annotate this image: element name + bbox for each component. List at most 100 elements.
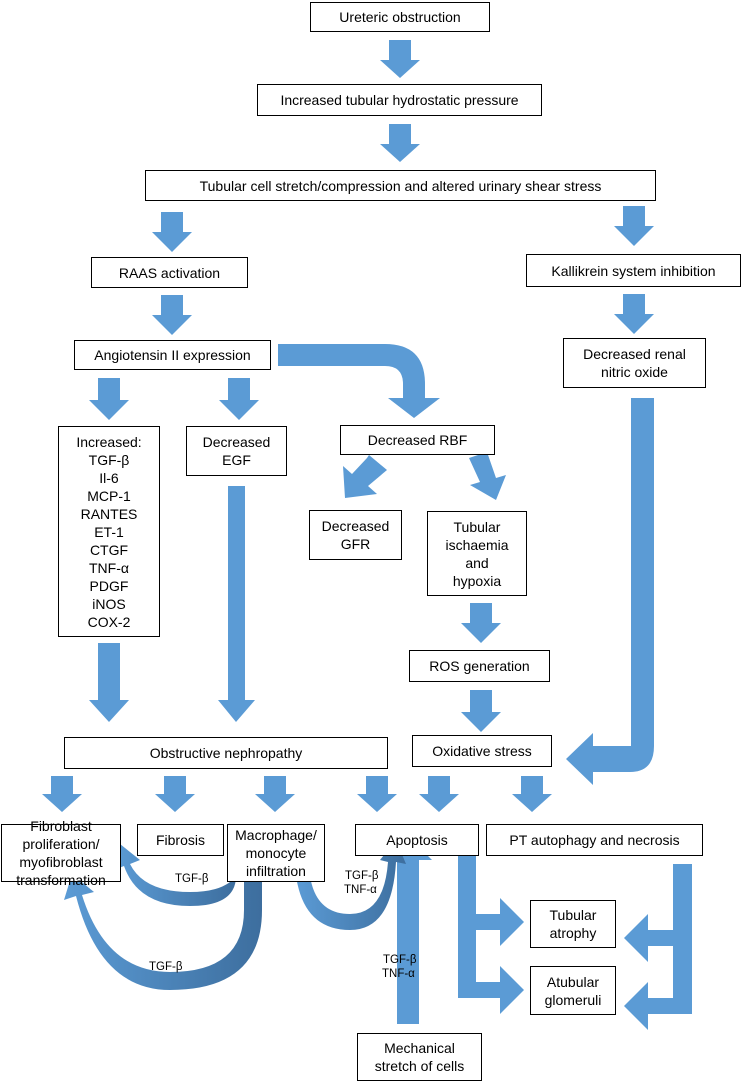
- gfr-line-1: Decreased: [321, 518, 390, 534]
- tubular-stretch-label: Tubular cell stretch/compression and alt…: [199, 177, 602, 194]
- arrow-rbf-gfr: [343, 455, 387, 498]
- arrow-obstruction-pressure: [380, 40, 420, 78]
- label-tnf-apoptosis: TNF-α: [344, 884, 377, 896]
- atrophy-line-1: Tubular: [549, 907, 597, 923]
- atrophy-line-2: atrophy: [549, 925, 597, 941]
- macrophage-line-2: monocyte: [245, 845, 307, 861]
- apoptosis-box: Apoptosis: [355, 824, 479, 856]
- arrow-angiotensin-rbf: [278, 344, 440, 418]
- arrow-obstr-fibroblast: [42, 776, 82, 812]
- ischaemia-line-4: hypoxia: [452, 572, 502, 589]
- arrow-angiotensin-increased: [89, 378, 129, 420]
- macrophage-line-3: infiltration: [246, 863, 306, 879]
- arrow-ischaemia-ros: [461, 603, 501, 643]
- arrow-ros-oxidative: [461, 690, 501, 732]
- angiotensin-label: Angiotensin II expression: [94, 347, 251, 363]
- obstructive-nephropathy-box: Obstructive nephropathy: [64, 737, 388, 769]
- arrow-apoptosis-bracket: [458, 838, 524, 1014]
- arrow-pt-bracket: [624, 864, 692, 1030]
- mediator-ctgf: CTGF: [89, 541, 129, 558]
- arrow-no-oxidative: [566, 398, 654, 785]
- kallikrein-label: Kallikrein system inhibition: [551, 262, 716, 279]
- oxidative-label: Oxidative stress: [432, 743, 532, 759]
- arrow-egf-obstructive: [218, 486, 255, 722]
- mediator-il-6: Il-6: [99, 469, 119, 486]
- ischaemia-line-2: ischaemia: [445, 536, 509, 553]
- ischaemia-line-1: Tubular: [453, 518, 501, 535]
- increased-mediators-box: Increased: TGF-β Il-6 MCP-1 RANTES ET-1 …: [58, 426, 160, 637]
- label-tnf-mechanical: TNF-α: [382, 968, 415, 980]
- arrow-obstr-fibrosis: [155, 776, 195, 812]
- fibroblast-line-3: myofibroblast: [19, 854, 103, 870]
- oxidative-stress-box: Oxidative stress: [412, 735, 552, 767]
- arrow-angiotensin-egf: [219, 378, 259, 420]
- fibroblast-line-1: Fibroblast: [30, 818, 92, 834]
- atubular-line-1: Atubular: [546, 973, 600, 990]
- arrow-rbf-ischaemia: [469, 452, 506, 500]
- egf-line-2: EGF: [222, 452, 251, 468]
- raas-box: RAAS activation: [91, 257, 248, 288]
- label-tgf-mechanical: TGF-β: [383, 954, 417, 966]
- mechanical-line-2: stretch of cells: [374, 1058, 465, 1074]
- arrow-macrophage-fibroblast: [64, 874, 262, 990]
- mechanical-line-1: Mechanical: [384, 1040, 455, 1056]
- arrow-oxid-apoptosis: [419, 776, 459, 812]
- fibroblast-line-4: transformation: [16, 872, 106, 888]
- nitric-oxide-line-1: Decreased renal: [583, 346, 686, 362]
- tubular-atrophy-box: Tubular atrophy: [530, 900, 616, 948]
- kallikrein-box: Kallikrein system inhibition: [526, 254, 741, 287]
- pt-autophagy-label: PT autophagy and necrosis: [509, 832, 680, 848]
- fibrosis-label: Fibrosis: [155, 832, 205, 848]
- gfr-line-2: GFR: [340, 536, 371, 552]
- arrow-increased-obstructive: [89, 643, 129, 722]
- label-tgf-apoptosis: TGF-β: [345, 870, 379, 882]
- macrophage-box: Macrophage/ monocyte infiltration: [227, 824, 325, 882]
- arrow-obstr-apoptosis: [357, 776, 397, 812]
- atubular-line-2: glomeruli: [544, 991, 602, 1008]
- ureteric-obstruction-label: Ureteric obstruction: [339, 9, 461, 25]
- mediator-mcp-1: MCP-1: [87, 487, 131, 504]
- arrow-raas-angiotensin: [152, 295, 192, 335]
- arrow-stretch-kallikrein: [614, 206, 654, 246]
- fibroblast-line-2: proliferation/: [22, 836, 100, 852]
- mediator-inos: iNOS: [92, 595, 126, 612]
- ischaemia-box: Tubular ischaemia and hypoxia: [427, 511, 527, 596]
- mediator-cox-2: COX-2: [87, 613, 131, 630]
- atubular-glomeruli-box: Atubular glomeruli: [530, 966, 616, 1015]
- raas-label: RAAS activation: [118, 264, 221, 281]
- arrow-kallikrein-no: [614, 294, 654, 334]
- nitric-oxide-box: Decreased renal nitric oxide: [563, 338, 706, 388]
- mediator-rantes: RANTES: [80, 505, 138, 522]
- ros-box: ROS generation: [409, 650, 550, 682]
- arrow-oxid-pt: [512, 776, 552, 812]
- macrophage-line-1: Macrophage/: [235, 827, 317, 843]
- angiotensin-box: Angiotensin II expression: [74, 340, 271, 370]
- label-tgf-fibrosis: TGF-β: [175, 873, 209, 885]
- arrow-obstr-macrophage: [255, 776, 295, 812]
- mediator-et-1: ET-1: [94, 523, 124, 540]
- increased-pressure-label: Increased tubular hydrostatic pressure: [280, 92, 519, 108]
- arrow-pressure-stretch: [380, 124, 420, 162]
- mediator-pdgf: PDGF: [89, 577, 129, 594]
- arrow-stretch-raas: [152, 212, 192, 252]
- decreased-gfr-box: Decreased GFR: [309, 510, 402, 560]
- tubular-stretch-box: Tubular cell stretch/compression and alt…: [145, 170, 656, 201]
- increased-pressure-box: Increased tubular hydrostatic pressure: [257, 84, 542, 116]
- apoptosis-label: Apoptosis: [386, 832, 448, 848]
- obstructive-label: Obstructive nephropathy: [149, 745, 303, 761]
- pt-autophagy-box: PT autophagy and necrosis: [486, 824, 703, 856]
- fibroblast-box: Fibroblast proliferation/ myofibroblast …: [1, 818, 121, 888]
- decreased-egf-box: Decreased EGF: [186, 426, 287, 476]
- label-tgf-fibroblast: TGF-β: [149, 961, 183, 973]
- decreased-rbf-box: Decreased RBF: [340, 425, 495, 455]
- increased-heading: Increased:: [76, 433, 142, 450]
- mechanical-stretch-box: Mechanical stretch of cells: [357, 1033, 482, 1081]
- arrow-macrophage-apoptosis: [296, 840, 406, 930]
- ureteric-obstruction-box: Ureteric obstruction: [310, 2, 490, 32]
- rbf-label: Decreased RBF: [367, 432, 468, 448]
- nitric-oxide-line-2: nitric oxide: [601, 364, 668, 380]
- ischaemia-line-3: and: [465, 554, 489, 571]
- egf-line-1: Decreased: [202, 434, 271, 450]
